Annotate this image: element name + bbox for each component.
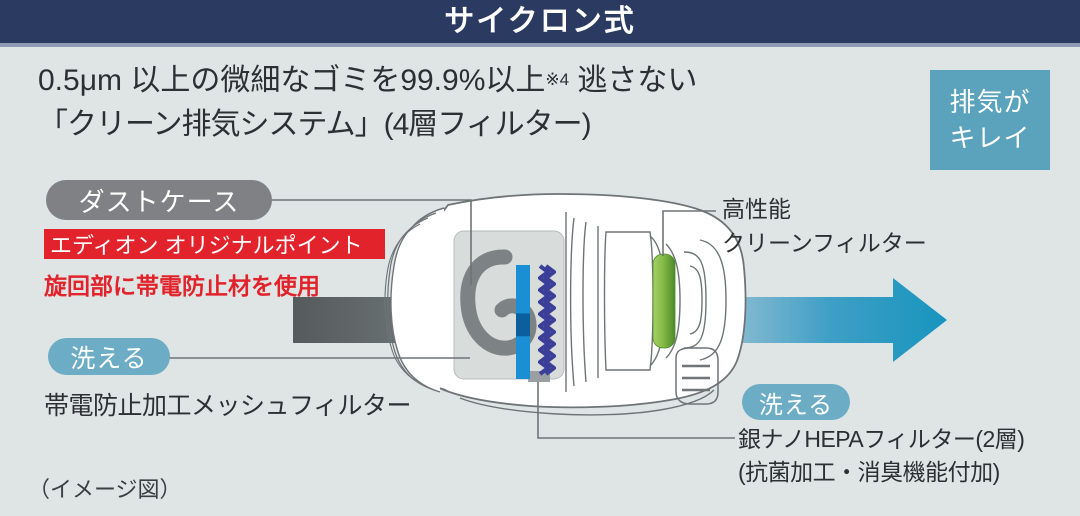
washable-pill-mesh: 洗える [48,338,170,375]
leader-clean-filter [662,210,716,256]
headline-line-1-main: 0.5μm 以上の微細なゴミを99.9%以上 [38,64,546,97]
antistatic-material-note: 旋回部に帯電防止材を使用 [44,273,320,299]
airflow-arrow [293,278,947,362]
image-note: （イメージ図） [28,477,182,502]
pleated-hepa-filter [537,264,557,376]
hepa-filter-caption: 銀ナノHEPAフィルター(2層) (抗菌加工・消臭機能付加) [738,423,1025,489]
motor-housing [565,212,681,392]
footnote-marker: ※4 [545,70,570,89]
hepa-filter-caption-line-1: 銀ナノHEPAフィルター(2層) [738,426,1025,452]
clean-filter-caption-line-2: クリーンフィルター [722,230,927,256]
washable-pill-hepa: 洗える [742,384,850,420]
leader-hepa-filter [537,382,735,439]
clean-filter-green [652,253,676,349]
header-divider [0,43,1080,47]
dust-case [453,230,565,382]
clean-filter-caption-line-1: 高性能 [722,196,791,222]
headline-text: 0.5μm 以上の微細なゴミを99.9%以上※4 逃さない 「クリーン排気システ… [38,58,898,147]
dust-case-label-pill: ダストケース [46,180,272,220]
edion-original-point-banner: エディオン オリジナルポイント [44,229,385,259]
vacuum-body-outline [384,193,747,409]
clean-exhaust-badge-line-2: キレイ [949,123,1031,153]
headline-line-1-tail: 逃さない [569,64,698,97]
headline-line-1: 0.5μm 以上の微細なゴミを99.9%以上※4 逃さない [38,58,898,103]
clean-filter-caption: 高性能 クリーンフィルター [722,192,927,260]
clean-exhaust-badge: 排気が キレイ [930,70,1050,170]
page-title: サイクロン式 [444,4,636,38]
exhaust-shell-detail [459,239,727,416]
cyclone-swirl-icon [460,249,537,356]
headline-line-2: 「クリーン排気システム」(4層フィルター) [38,108,592,141]
hepa-filter-caption-line-2: (抗菌加工・消臭機能付加) [738,459,1000,485]
mesh-filter-caption: 帯電防止加工メッシュフィルター [44,392,412,420]
blue-filter-panel [516,265,530,379]
header-bar: サイクロン式 [0,0,1080,43]
clean-exhaust-badge-line-1: 排気が [949,87,1031,117]
